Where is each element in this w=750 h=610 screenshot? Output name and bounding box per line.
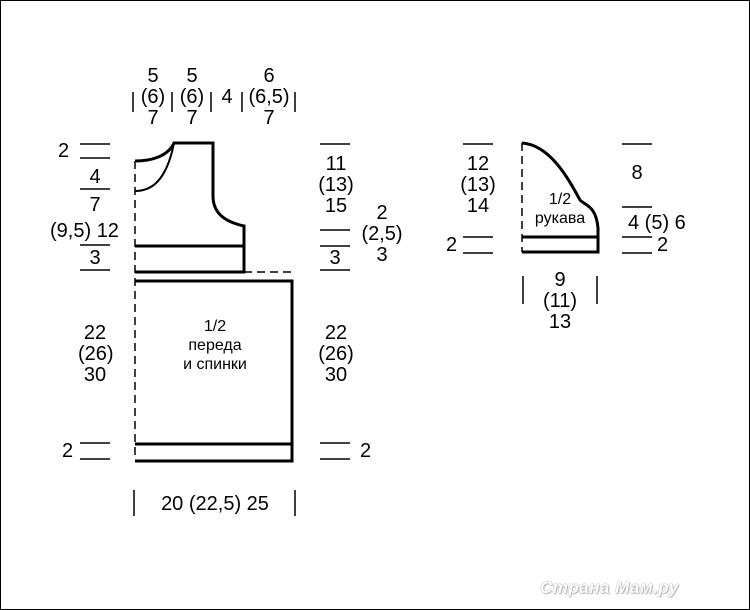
sleeve-width-dim: 9 (11) 13 xyxy=(542,269,578,333)
right-band-dim: 3 xyxy=(329,247,341,269)
body-outline xyxy=(134,141,246,274)
right-body-dim: 22 (26) 30 xyxy=(318,322,354,386)
sleeve-right-mid-dim: 4 (5) 6 xyxy=(628,212,686,234)
sleeve-left-hem-dim: 2 xyxy=(446,234,458,256)
sleeve-title: 1/2 рукава xyxy=(524,190,596,228)
left-shoulder-dim: 2 xyxy=(58,140,70,162)
body-width-dim: 20 (22,5) 25 xyxy=(161,493,269,515)
right-side-dim: 2 (2,5) 3 xyxy=(361,202,403,266)
left-neck-dim-b: 7 xyxy=(89,194,101,216)
left-neck-dim-a: 4 xyxy=(89,166,101,188)
body-title-line1: 1/2 xyxy=(203,318,227,335)
top-dim-4: 6 (6,5) 7 xyxy=(248,65,290,129)
body-lower-outline xyxy=(135,279,294,463)
top-dim-2: 5 (6) 7 xyxy=(179,65,205,129)
left-armhole-dim: (9,5) 12 xyxy=(50,220,119,242)
top-dim-3: 4 xyxy=(221,86,233,108)
left-band-dim: 3 xyxy=(89,247,101,269)
sleeve-left-dim: 12 (13) 14 xyxy=(460,153,496,217)
body-title: 1/2 переда и спинки xyxy=(160,317,270,374)
top-dim-1: 5 (6) 7 xyxy=(140,65,166,129)
sleeve-outline xyxy=(521,141,600,254)
body-title-line2: переда xyxy=(188,337,242,354)
right-hem-dim: 2 xyxy=(360,440,372,462)
watermark-logo: Страна Мам.ру xyxy=(540,578,679,597)
sleeve-right-hem-dim: 2 xyxy=(657,234,669,256)
sleeve-title-line2: рукава xyxy=(534,210,586,227)
body-title-line3: и спинки xyxy=(183,356,247,373)
left-hem-dim: 2 xyxy=(62,440,74,462)
sleeve-title-line1: 1/2 xyxy=(548,191,572,208)
sleeve-right-top-dim: 8 xyxy=(631,162,643,184)
left-body-dim: 22 (26) 30 xyxy=(78,322,114,386)
body-front-neckline xyxy=(134,142,175,192)
right-armhole-dim: 11 (13) 15 xyxy=(318,153,354,217)
